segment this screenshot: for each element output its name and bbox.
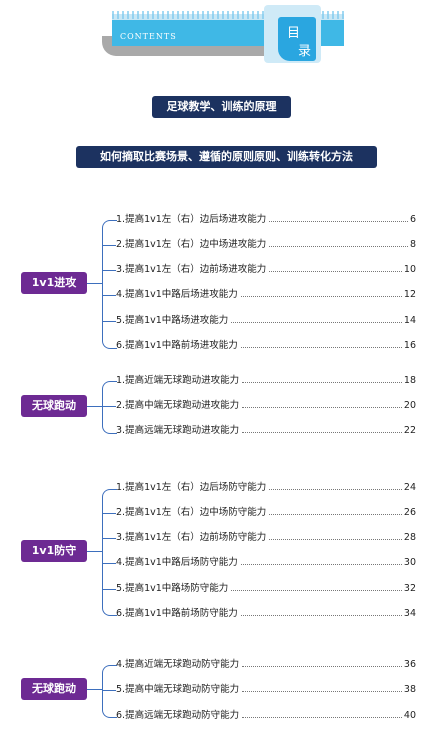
connector [87,406,102,407]
banner-wave-strip [112,11,344,20]
bracket-attack [102,220,117,349]
category-label-defense: 1v1防守 [21,540,87,562]
connector [87,689,102,690]
connector [87,551,102,552]
mulu-char-1: 目 [287,26,301,41]
connector [87,283,102,284]
bracket-offball-attack [102,381,117,434]
sub-title: 如何摘取比赛场景、遵循的原则原则、训练转化方法 [76,146,377,168]
category-label-offball-attack: 无球跑动 [21,395,87,417]
bracket-offball-defense [102,665,117,718]
mulu-char-2: 录 [298,44,312,59]
category-label-attack: 1v1进攻 [21,272,87,294]
category-label-offball-defense: 无球跑动 [21,678,87,700]
bracket-defense [102,489,117,616]
contents-label: CONTENTS [120,32,177,41]
mulu-badge-inner [278,17,316,61]
main-title: 足球教学、训练的原理 [152,96,291,118]
